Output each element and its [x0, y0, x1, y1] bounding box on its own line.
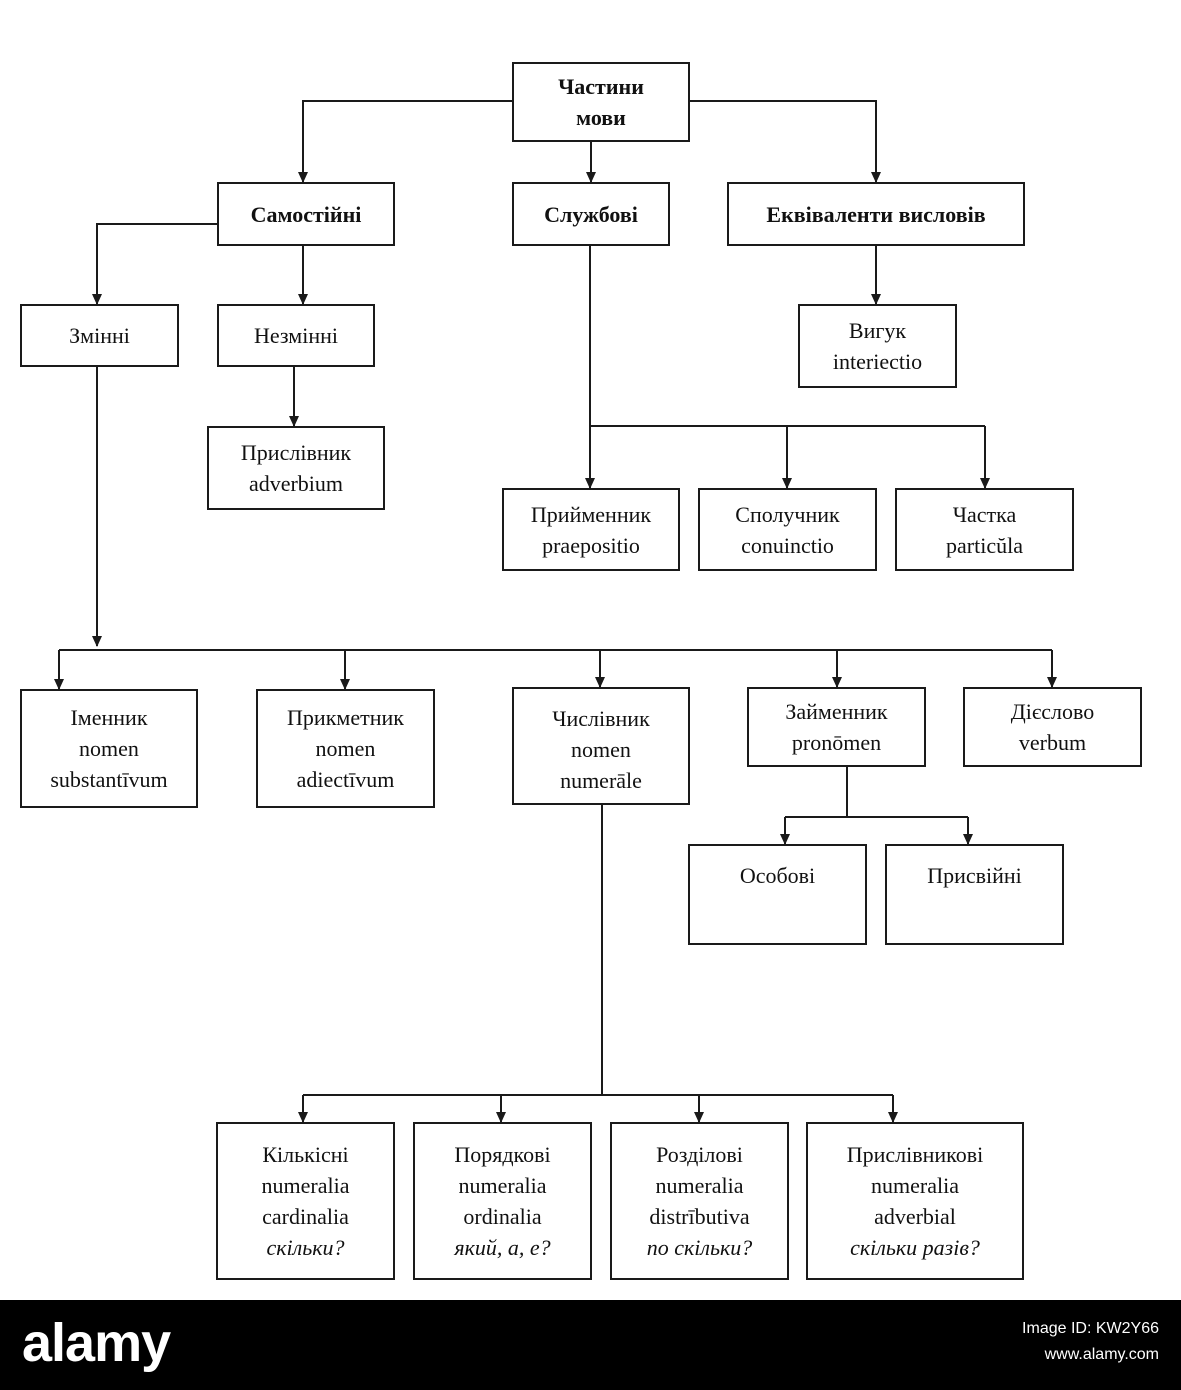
node-question: скільки разів?	[850, 1235, 980, 1260]
node-numeral: Числівник nomen numerāle	[512, 687, 690, 805]
node-line: nomen	[79, 736, 139, 761]
node-line: numerāle	[560, 768, 642, 793]
node-line: Кількісні	[262, 1142, 349, 1167]
node-line: distrībutiva	[649, 1204, 750, 1229]
node-line: conuinctio	[741, 532, 834, 558]
node-question: по скільки?	[646, 1235, 753, 1260]
node-line: ordinalia	[463, 1204, 542, 1229]
image-id-label: Image ID: KW2Y66	[1022, 1320, 1159, 1337]
node-line: numeralia	[871, 1173, 959, 1198]
node-line: Службові	[544, 201, 638, 227]
node-verb: Дієслово verbum	[963, 687, 1142, 767]
node-conjunction: Сполучник conuinctio	[698, 488, 877, 571]
node-line: numeralia	[458, 1173, 547, 1198]
node-adjective: Прикметник nomen adiectīvum	[256, 689, 435, 808]
node-possessive: Присвійні	[885, 844, 1064, 945]
node-line: nomen	[571, 737, 631, 762]
node-ordinal: Порядкові numeralia ordinalia який, а, е…	[413, 1122, 592, 1280]
node-line: Прийменник	[530, 501, 652, 527]
node-line: Порядкові	[454, 1142, 551, 1167]
node-line: numeralia	[261, 1173, 350, 1198]
node-line: мови	[576, 105, 626, 130]
node-adverbial: Прислівникові numeralia adverbial скільк…	[806, 1122, 1024, 1280]
node-line: Змінні	[69, 323, 130, 348]
node-line: adverbium	[248, 471, 344, 496]
node-noun: Іменник nomen substantīvum	[20, 689, 198, 808]
node-invariable: Незмінні	[217, 304, 375, 367]
node-line: substantīvum	[50, 767, 168, 792]
node-line: Прислівник	[240, 440, 352, 465]
node-line: Прикметник	[287, 705, 404, 730]
node-line: Числівник	[552, 706, 650, 731]
node-equivalents: Еквіваленти висловів	[727, 182, 1025, 246]
node-line: praepositio	[542, 532, 640, 558]
node-line: interiectio	[832, 349, 923, 374]
node-line: particŭla	[946, 532, 1023, 558]
node-question: який, а, е?	[454, 1235, 551, 1260]
node-line: nomen	[315, 736, 376, 761]
image-credit: Image ID: KW2Y66 www.alamy.com	[1022, 1316, 1159, 1368]
node-line: Вигук	[848, 318, 907, 343]
node-interjection: Вигук interiectio	[798, 304, 957, 388]
node-cardinal: Кількісні numeralia cardinalia скільки?	[216, 1122, 395, 1280]
node-line: verbum	[1018, 730, 1087, 755]
node-distributive: Розділові numeralia distrībutiva по скіл…	[610, 1122, 789, 1280]
node-line: cardinalia	[262, 1204, 349, 1229]
node-line: Іменник	[70, 705, 148, 730]
parts-of-speech-diagram: Частини мови Самостійні Службові Еквівал…	[20, 62, 1142, 1280]
node-line: Самостійні	[250, 201, 362, 227]
watermark-footer: alamy Image ID: KW2Y66 www.alamy.com	[0, 1300, 1181, 1390]
node-personal: Особові	[688, 844, 867, 945]
node-line: Сполучник	[735, 501, 840, 527]
node-line: Займенник	[785, 699, 888, 724]
node-line: Дієслово	[1010, 699, 1095, 724]
node-independent: Самостійні	[217, 182, 395, 246]
alamy-logo: alamy	[22, 1313, 171, 1373]
connector-lines	[54, 100, 1057, 1123]
node-particle: Частка particŭla	[895, 488, 1074, 571]
node-line: Частини	[558, 74, 644, 99]
node-line: adiectīvum	[296, 767, 395, 792]
node-line: Присвійні	[927, 863, 1022, 888]
node-variable: Змінні	[20, 304, 179, 367]
node-pronoun: Займенник pronōmen	[747, 687, 926, 767]
node-line: Розділові	[656, 1142, 743, 1167]
node-line: Еквіваленти висловів	[766, 201, 986, 227]
site-url: www.alamy.com	[1044, 1346, 1159, 1363]
node-question: скільки?	[266, 1235, 345, 1260]
node-preposition: Прийменник praepositio	[502, 488, 680, 571]
node-line: Незмінні	[254, 323, 338, 348]
node-line: Особові	[739, 863, 816, 888]
node-adverb: Прислівник adverbium	[207, 426, 385, 510]
node-line: numeralia	[655, 1173, 744, 1198]
node-line: Частка	[952, 501, 1017, 527]
node-line: adverbial	[874, 1204, 956, 1229]
node-line: Прислівникові	[846, 1142, 984, 1167]
node-auxiliary: Службові	[512, 182, 670, 246]
node-parts-of-speech: Частини мови	[512, 62, 690, 142]
node-line: pronōmen	[791, 730, 882, 755]
